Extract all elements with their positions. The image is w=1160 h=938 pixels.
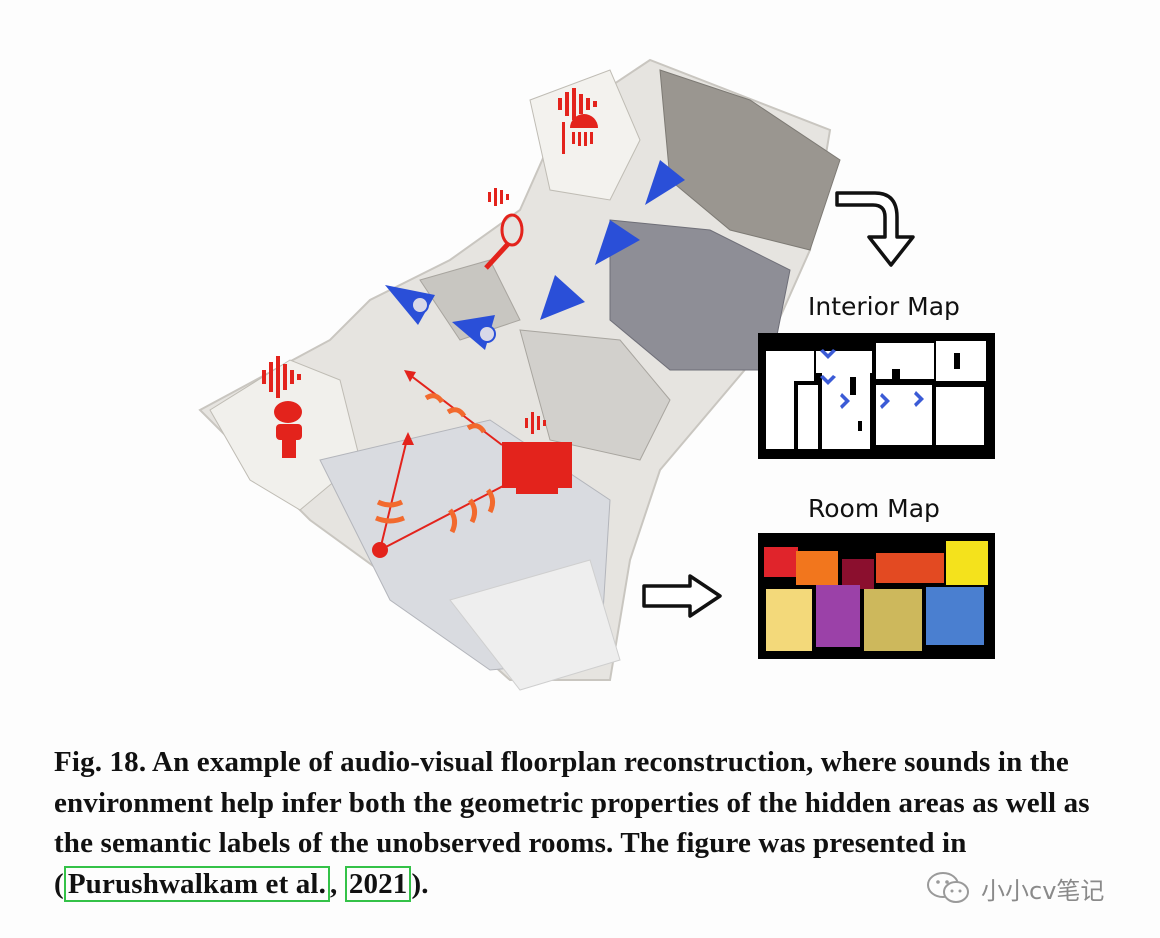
sound-wave-icon (525, 412, 546, 434)
room-region (926, 587, 984, 645)
sound-wave-icon (558, 88, 597, 120)
caption-suffix: ). (411, 867, 429, 900)
right-arrow-icon (642, 574, 722, 618)
sound-wave-icon (488, 188, 509, 206)
interior-map (758, 333, 995, 459)
scene-illustration (198, 58, 841, 691)
rug (449, 559, 621, 691)
toilet-icon (274, 401, 302, 458)
room-region (766, 589, 812, 651)
view-cone-icon (385, 285, 435, 325)
room-region (816, 585, 860, 647)
room-region (764, 547, 798, 577)
whisk-icon (484, 213, 524, 270)
interior-map-plan (766, 341, 986, 449)
arrow-head-icon (402, 432, 414, 445)
watermark-text: 小小cv笔记 (981, 876, 1105, 905)
sound-wave-icon (262, 356, 301, 398)
caption-text: Fig. 18. An example of audio-visual floo… (54, 746, 1090, 900)
room-region (796, 551, 838, 585)
watermark: 小小cv笔记 (925, 868, 1135, 908)
room-map-plan (764, 541, 988, 651)
room-region (842, 559, 874, 589)
view-cone-icon (645, 160, 685, 205)
shower-icon (562, 114, 598, 154)
listener-dot (372, 542, 388, 558)
sound-arcs (375, 393, 496, 534)
caption-separator: , (330, 867, 345, 900)
room-region (946, 541, 988, 585)
kitchen-room (419, 259, 521, 341)
camera-icon (411, 296, 429, 314)
figure (190, 40, 1010, 720)
curved-arrow-icon (835, 191, 915, 267)
figure-caption: Fig. 18. An example of audio-visual floo… (54, 742, 1134, 904)
room-map (758, 533, 995, 659)
interior-map-title: Interior Map (808, 292, 960, 321)
camera-icon (478, 325, 496, 343)
arrow-head-icon (404, 370, 416, 382)
view-cone-icon (540, 275, 585, 320)
interior-map-markers (820, 349, 924, 409)
citation-year-link[interactable]: 2021 (344, 865, 412, 902)
wechat-icon (927, 872, 969, 903)
room-region (876, 553, 944, 583)
citation-link[interactable]: Purushwalkam et al. (63, 865, 331, 902)
room-region (864, 589, 922, 651)
view-cone-icon (595, 220, 640, 265)
tv-icon (502, 442, 572, 494)
room-map-title: Room Map (808, 494, 940, 523)
